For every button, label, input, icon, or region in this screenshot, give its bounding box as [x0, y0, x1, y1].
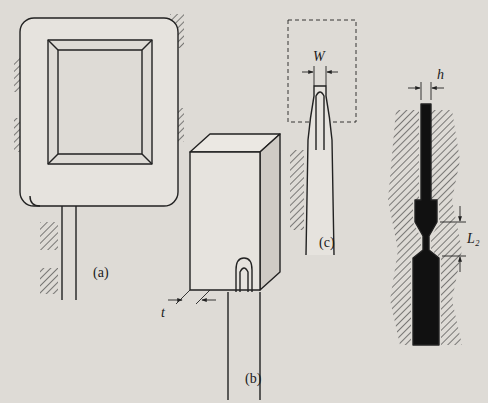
figure-label: (c) — [318, 236, 336, 250]
dimension-label: t — [160, 306, 166, 320]
dimension-label: h — [436, 68, 445, 82]
slot-section — [388, 82, 466, 345]
figure-label: (a) — [92, 266, 110, 280]
dimension-label: W — [312, 50, 326, 64]
dimension-label: L₂ — [466, 232, 481, 246]
block-electrode — [168, 134, 280, 400]
frame-electrode — [14, 14, 184, 300]
slot-electrode — [288, 20, 356, 255]
figure-label: (b) — [244, 372, 262, 386]
